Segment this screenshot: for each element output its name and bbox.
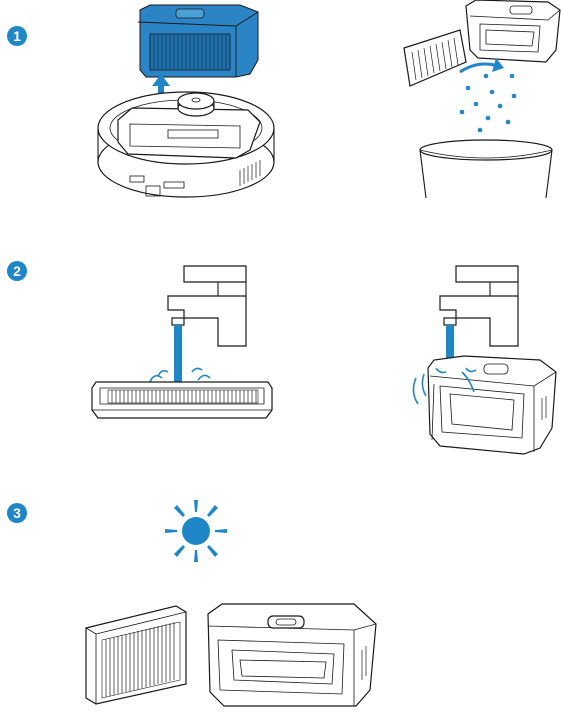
dust-bin-open (208, 604, 376, 706)
step-2-badge: 2 (7, 261, 27, 281)
filter-panel (404, 30, 466, 86)
rinse-filter-under-tap-icon (92, 266, 272, 418)
dust-particles (460, 74, 517, 146)
step-1-badge: 1 (7, 26, 27, 46)
sun-icon (165, 500, 227, 562)
rinse-dust-bin-under-tap-icon (413, 266, 556, 454)
step-1-number: 1 (13, 28, 21, 44)
dust-bin-blue (138, 5, 258, 77)
step-3-badge: 3 (7, 503, 27, 523)
empty-dust-bin-into-trash-icon (404, 0, 560, 198)
filter-panel-standing (86, 606, 186, 704)
step-2-number: 2 (13, 263, 21, 279)
step-3-number: 3 (13, 505, 21, 521)
robot-vacuum-remove-dust-bin-icon (98, 5, 274, 197)
air-dry-filter-and-dust-bin-icon (86, 604, 376, 706)
